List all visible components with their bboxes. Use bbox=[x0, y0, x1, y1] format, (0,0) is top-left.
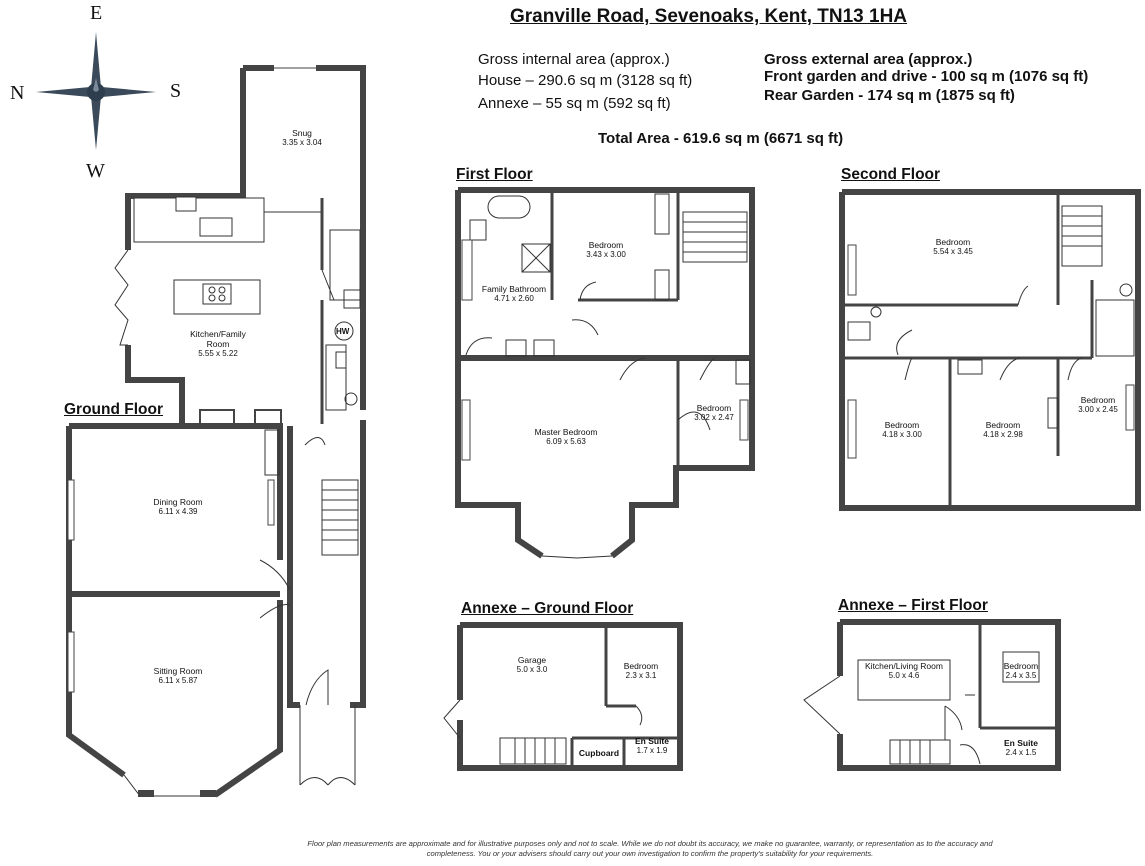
compass-label-left: N bbox=[10, 82, 25, 104]
compass-label-right: S bbox=[170, 80, 182, 102]
room-name: Master Bedroom bbox=[534, 427, 598, 437]
room-name: Bedroom bbox=[588, 240, 624, 250]
room-name: Family Bathroom bbox=[481, 284, 547, 294]
room-dims: 1.7 x 1.9 bbox=[636, 746, 668, 755]
room-dims: 4.71 x 2.60 bbox=[494, 294, 534, 303]
room-dims: 5.0 x 4.6 bbox=[888, 671, 920, 680]
room-label-annexe-first-bedroom: Bedroom 2.4 x 3.5 bbox=[994, 661, 1048, 681]
room-dims: 2.4 x 3.5 bbox=[1005, 671, 1037, 680]
room-label-kitchen: Kitchen/Family Room 5.55 x 5.22 bbox=[178, 329, 258, 359]
room-label-sitting: Sitting Room 6.11 x 5.87 bbox=[138, 666, 218, 686]
total-area: Total Area - 619.6 sq m (6671 sq ft) bbox=[598, 130, 844, 147]
annexe-ground-floor-plan bbox=[443, 622, 683, 771]
hot-water-label: HW bbox=[336, 327, 350, 336]
room-dims: 2.3 x 3.1 bbox=[625, 671, 657, 680]
room-name: En Suite bbox=[634, 736, 669, 746]
room-label-sf-bedroom-2: Bedroom 4.18 x 3.00 bbox=[872, 420, 932, 440]
room-dims: 4.18 x 3.00 bbox=[882, 430, 922, 439]
room-name: Kitchen/Living Room bbox=[865, 661, 943, 671]
room-name: Bedroom bbox=[623, 661, 659, 671]
second-floor-label: Second Floor bbox=[841, 166, 941, 183]
room-dims: 3.02 x 2.47 bbox=[694, 413, 734, 422]
room-label-ff-bedroom-2: Bedroom 3.02 x 2.47 bbox=[686, 403, 742, 423]
compass-label-bottom: W bbox=[86, 160, 105, 182]
room-dims: 3.00 x 2.45 bbox=[1078, 405, 1118, 414]
room-label-garage: Garage 5.0 x 3.0 bbox=[502, 655, 562, 675]
room-label-family-bathroom: Family Bathroom 4.71 x 2.60 bbox=[474, 284, 554, 304]
room-label-annexe-bedroom: Bedroom 2.3 x 3.1 bbox=[614, 661, 668, 681]
room-dims: 3.43 x 3.00 bbox=[586, 250, 626, 259]
disclaimer-line-1: Floor plan measurements are approximate … bbox=[307, 839, 993, 848]
room-name: Bedroom bbox=[1080, 395, 1116, 405]
disclaimer: Floor plan measurements are approximate … bbox=[240, 839, 1060, 859]
annexe-ground-floor-label: Annexe – Ground Floor bbox=[461, 600, 634, 617]
room-label-snug: Snug 3.35 x 3.04 bbox=[272, 128, 332, 148]
room-name: Bedroom bbox=[985, 420, 1021, 430]
ground-floor-label: Ground Floor bbox=[64, 401, 164, 418]
annexe-area: Annexe – 55 sq m (592 sq ft) bbox=[478, 95, 671, 112]
room-dims: 5.0 x 3.0 bbox=[516, 665, 548, 674]
room-name: Bedroom bbox=[935, 237, 971, 247]
room-dims: 6.11 x 5.87 bbox=[158, 676, 198, 685]
front-garden-area: Front garden and drive - 100 sq m (1076 … bbox=[764, 68, 1089, 85]
room-name: Kitchen/Family bbox=[190, 329, 246, 339]
room-label-annexe-first-en-suite: En Suite 2.4 x 1.5 bbox=[994, 738, 1048, 758]
room-name: Dining Room bbox=[153, 497, 203, 507]
rear-garden-area: Rear Garden - 174 sq m (1875 sq ft) bbox=[764, 87, 1015, 104]
room-label-ff-bedroom-1: Bedroom 3.43 x 3.00 bbox=[576, 240, 636, 260]
room-name: Cupboard bbox=[578, 748, 620, 758]
room-label-annexe-en-suite: En Suite 1.7 x 1.9 bbox=[628, 736, 676, 756]
disclaimer-line-2: completeness. You or your advisers shoul… bbox=[426, 849, 874, 858]
ground-floor-plan bbox=[66, 65, 366, 798]
room-name-2: Room bbox=[206, 339, 230, 349]
room-label-annexe-kitchen-living: Kitchen/Living Room 5.0 x 4.6 bbox=[854, 661, 954, 681]
first-floor-label: First Floor bbox=[456, 166, 533, 183]
gross-internal-heading: Gross internal area (approx.) bbox=[478, 51, 670, 68]
room-label-master-bedroom: Master Bedroom 6.09 x 5.63 bbox=[526, 427, 606, 447]
page-title: Granville Road, Sevenoaks, Kent, TN13 1H… bbox=[510, 6, 908, 27]
annexe-first-floor-plan bbox=[803, 619, 1061, 771]
room-name: Bedroom bbox=[1003, 661, 1039, 671]
first-floor-plan bbox=[455, 187, 755, 559]
room-name: Snug bbox=[292, 128, 312, 138]
second-floor-plan bbox=[839, 189, 1141, 511]
compass-rose-icon bbox=[36, 32, 156, 150]
room-dims: 5.55 x 5.22 bbox=[198, 349, 238, 358]
room-name: En Suite bbox=[1003, 738, 1038, 748]
house-area: House – 290.6 sq m (3128 sq ft) bbox=[478, 72, 693, 89]
room-name: Garage bbox=[517, 655, 547, 665]
room-label-sf-bedroom-3: Bedroom 4.18 x 2.98 bbox=[973, 420, 1033, 440]
room-dims: 4.18 x 2.98 bbox=[983, 430, 1023, 439]
gross-external-heading: Gross external area (approx.) bbox=[764, 51, 973, 68]
room-label-dining: Dining Room 6.11 x 4.39 bbox=[138, 497, 218, 517]
room-name: Bedroom bbox=[884, 420, 920, 430]
room-name: Sitting Room bbox=[153, 666, 203, 676]
room-dims: 5.54 x 3.45 bbox=[933, 247, 973, 256]
room-dims: 6.11 x 4.39 bbox=[158, 507, 198, 516]
annexe-first-floor-label: Annexe – First Floor bbox=[838, 597, 988, 614]
room-label-cupboard: Cupboard bbox=[576, 748, 622, 758]
room-label-sf-bedroom-1: Bedroom 5.54 x 3.45 bbox=[923, 237, 983, 257]
room-label-sf-bedroom-4: Bedroom 3.00 x 2.45 bbox=[1070, 395, 1126, 415]
room-dims: 3.35 x 3.04 bbox=[282, 138, 322, 147]
compass-label-top: E bbox=[90, 2, 103, 24]
room-name: Bedroom bbox=[696, 403, 732, 413]
room-dims: 6.09 x 5.63 bbox=[546, 437, 586, 446]
room-dims: 2.4 x 1.5 bbox=[1005, 748, 1037, 757]
